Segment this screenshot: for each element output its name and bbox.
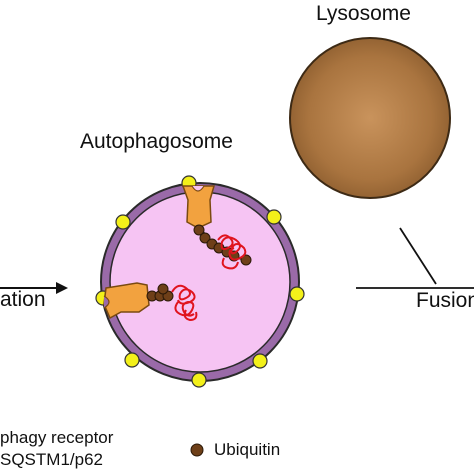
fusion-label: Fusion bbox=[416, 289, 474, 312]
autophagosome-label: Autophagosome bbox=[80, 130, 233, 153]
legend-receptor-line2: SQSTM1/p62 bbox=[0, 450, 103, 469]
left-process-label: ation bbox=[0, 288, 46, 311]
arrow-right-icon bbox=[0, 282, 68, 294]
receptor-complex-lower bbox=[103, 282, 198, 322]
ubiquitin-bead-icon bbox=[190, 443, 204, 457]
autophagy-receptor-icon bbox=[103, 282, 150, 320]
ubiquitin-chain bbox=[146, 283, 174, 302]
membrane-dot bbox=[252, 353, 268, 369]
membrane-dot bbox=[266, 209, 282, 225]
autophagy-receptor-icon bbox=[181, 185, 215, 229]
fusion-line bbox=[356, 227, 474, 289]
autophagosome bbox=[100, 182, 300, 382]
lysosome bbox=[289, 37, 451, 199]
cargo-protein bbox=[171, 284, 198, 322]
membrane-dot bbox=[124, 352, 140, 368]
legend-receptor-line1: phagy receptor bbox=[0, 428, 114, 447]
cargo-protein bbox=[217, 234, 247, 270]
membrane-dot bbox=[289, 286, 305, 302]
receptor-complex-upper bbox=[181, 185, 252, 270]
membrane-proteins bbox=[95, 175, 305, 388]
membrane-dot bbox=[191, 372, 207, 388]
lysosome-label: Lysosome bbox=[316, 2, 411, 25]
receptor-notch bbox=[191, 185, 205, 192]
membrane-dot bbox=[115, 214, 131, 230]
receptor-notch bbox=[103, 295, 110, 309]
legend-ubiquitin-label: Ubiquitin bbox=[214, 440, 281, 459]
